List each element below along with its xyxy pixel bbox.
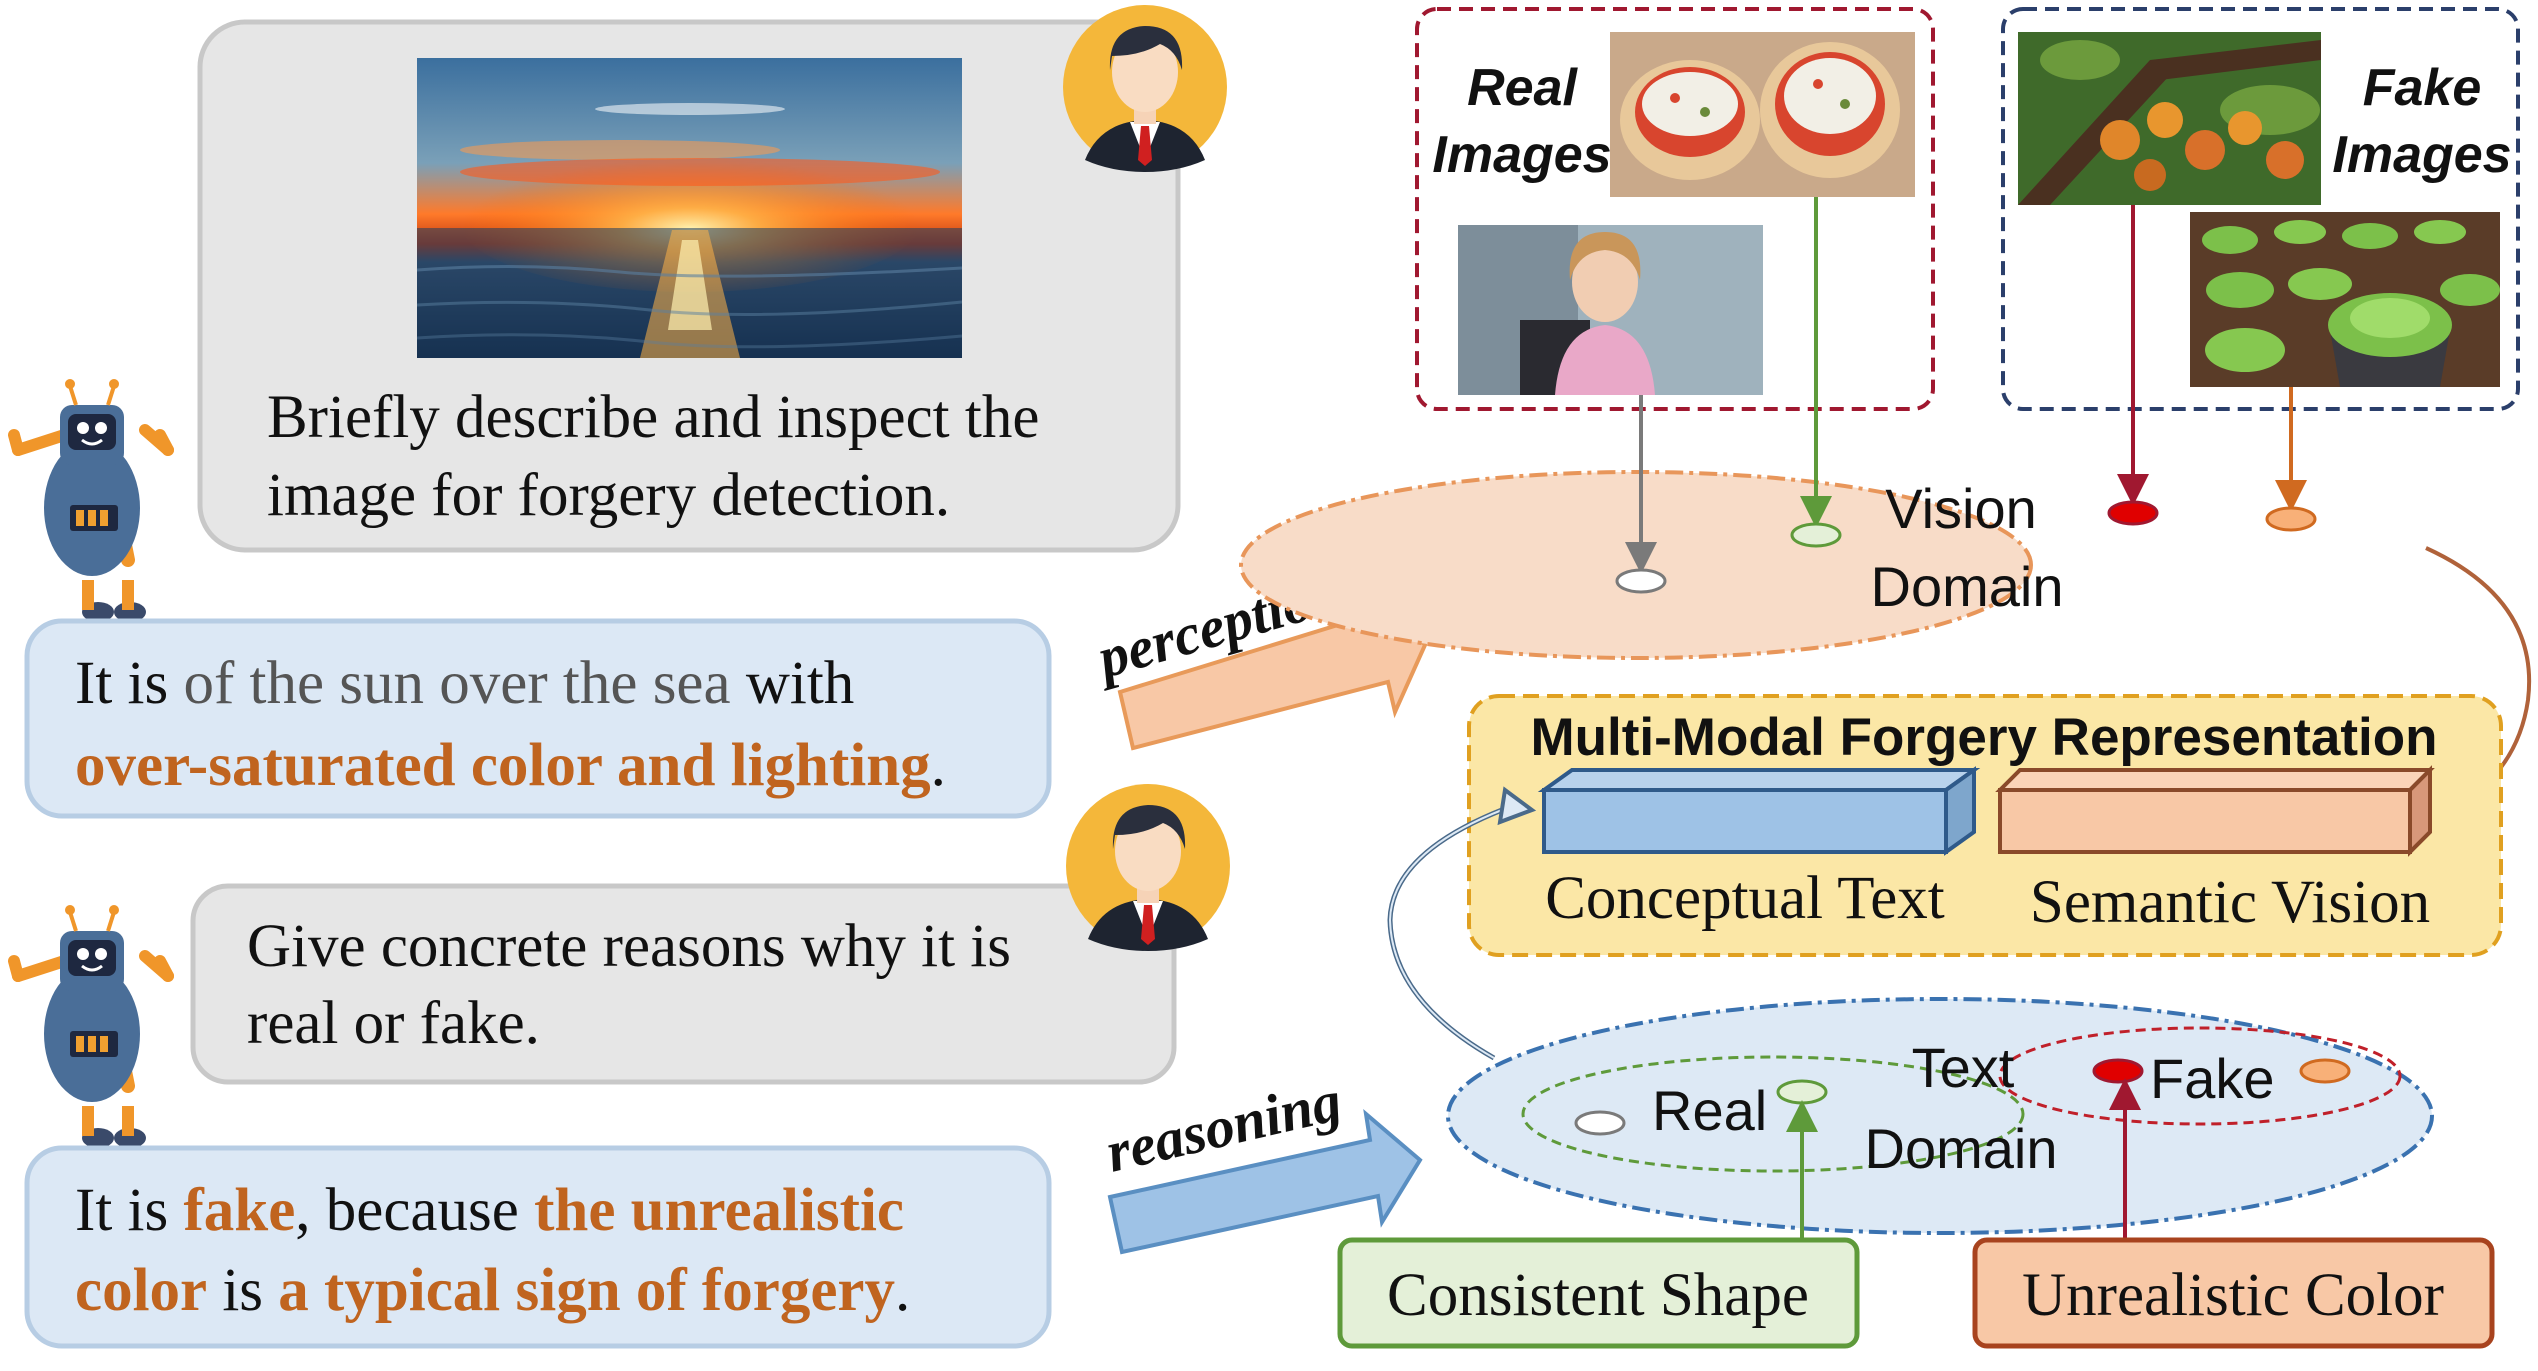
text-domain-label-1: Text xyxy=(1912,1036,2015,1099)
user-avatar-icon xyxy=(1066,784,1230,951)
real-images-box xyxy=(1415,7,1935,411)
vision-domain-label-1: Vision xyxy=(1885,477,2037,540)
sunset-image xyxy=(416,58,963,358)
fake-images-box xyxy=(2001,7,2520,411)
question-2-line-1: Give concrete reasons why it is xyxy=(247,913,1011,980)
text-fake-cluster xyxy=(1998,1026,2402,1126)
real-gray-dot xyxy=(1615,568,1667,594)
answer-1-line-2: over-saturated color and lighting. xyxy=(75,732,946,799)
unrealistic-color-box xyxy=(1972,1237,2495,1349)
answer-1-span: with xyxy=(731,650,855,717)
text-real-label: Real xyxy=(1652,1079,1767,1142)
fake-images-label-2: Images xyxy=(2332,126,2511,184)
real-images-label-1: Real xyxy=(1467,59,1578,117)
answer-1-highlight: over-saturated color and lighting xyxy=(75,732,931,799)
vision-domain-label-2: Domain xyxy=(1871,555,2064,618)
answer-2-line-1: It is fake, because the unrealistic xyxy=(75,1177,904,1244)
question-1-line-1: Briefly describe and inspect the xyxy=(267,384,1039,451)
text-to-representation-arrowhead xyxy=(1497,786,1537,826)
answer-2-highlight: a typical sign of forgery xyxy=(278,1257,895,1324)
consistent-shape-label: Consistent Shape xyxy=(1387,1262,1809,1329)
text-fake-red-dot xyxy=(2092,1058,2144,1084)
robot-assistant-icon xyxy=(8,905,174,1148)
text-real-cluster xyxy=(1521,1055,2025,1173)
representation-title: Multi-Modal Forgery Representation xyxy=(1531,708,2438,767)
answer-bubble-1 xyxy=(24,618,1052,819)
answer-2-highlight: color xyxy=(75,1257,207,1324)
answer-1-span: of the sun over the sea xyxy=(183,650,730,717)
answer-2-span: is xyxy=(207,1257,278,1324)
text-real-green-dot xyxy=(1776,1079,1828,1105)
answer-2-highlight: fake xyxy=(183,1177,295,1244)
fake-images-label-1: Fake xyxy=(2363,59,2482,117)
hotdog-image xyxy=(1610,32,1915,197)
answer-2-span: It is xyxy=(75,1177,183,1244)
user-avatar-icon xyxy=(1063,5,1227,172)
answer-2-highlight: the unrealistic xyxy=(534,1177,904,1244)
fruit-tree-image xyxy=(2018,32,2321,205)
text-domain-ellipse xyxy=(1446,997,2434,1235)
unrealistic-color-label: Unrealistic Color xyxy=(2022,1262,2444,1329)
answer-bubble-2 xyxy=(24,1145,1052,1349)
question-bubble-2 xyxy=(190,883,1177,1085)
conceptual-text-block xyxy=(1537,766,1981,856)
real-images-label-2: Images xyxy=(1432,126,1611,184)
text-fake-orange-dot xyxy=(2299,1058,2351,1084)
semantic-vision-block xyxy=(1995,765,2435,857)
conceptual-text-label: Conceptual Text xyxy=(1545,865,1945,932)
answer-2-line-2: color is a typical sign of forgery. xyxy=(75,1257,910,1324)
question-1-line-2: image for forgery detection. xyxy=(267,462,950,529)
semantic-vision-label: Semantic Vision xyxy=(2030,869,2430,936)
question-2-line-2: real or fake. xyxy=(247,990,540,1057)
answer-2-span: , because xyxy=(295,1177,534,1244)
girl-image xyxy=(1458,225,1763,395)
robot-assistant-icon xyxy=(8,379,174,622)
answer-1-span: . xyxy=(931,732,946,799)
answer-1-line-1: It is of the sun over the sea with xyxy=(75,650,854,717)
real-green-dot xyxy=(1790,522,1842,548)
text-domain-label-2: Domain xyxy=(1865,1117,2058,1180)
text-real-gray-dot xyxy=(1574,1110,1626,1136)
reasoning-arrow xyxy=(1107,1108,1423,1255)
fake-red-dot xyxy=(2107,500,2159,526)
lettuce-image xyxy=(2190,212,2500,387)
text-fake-label: Fake xyxy=(2150,1047,2275,1110)
answer-2-span: . xyxy=(895,1257,910,1324)
fake-orange-dot xyxy=(2265,506,2317,532)
answer-1-span: It is xyxy=(75,650,183,717)
consistent-shape-box xyxy=(1337,1237,1860,1349)
